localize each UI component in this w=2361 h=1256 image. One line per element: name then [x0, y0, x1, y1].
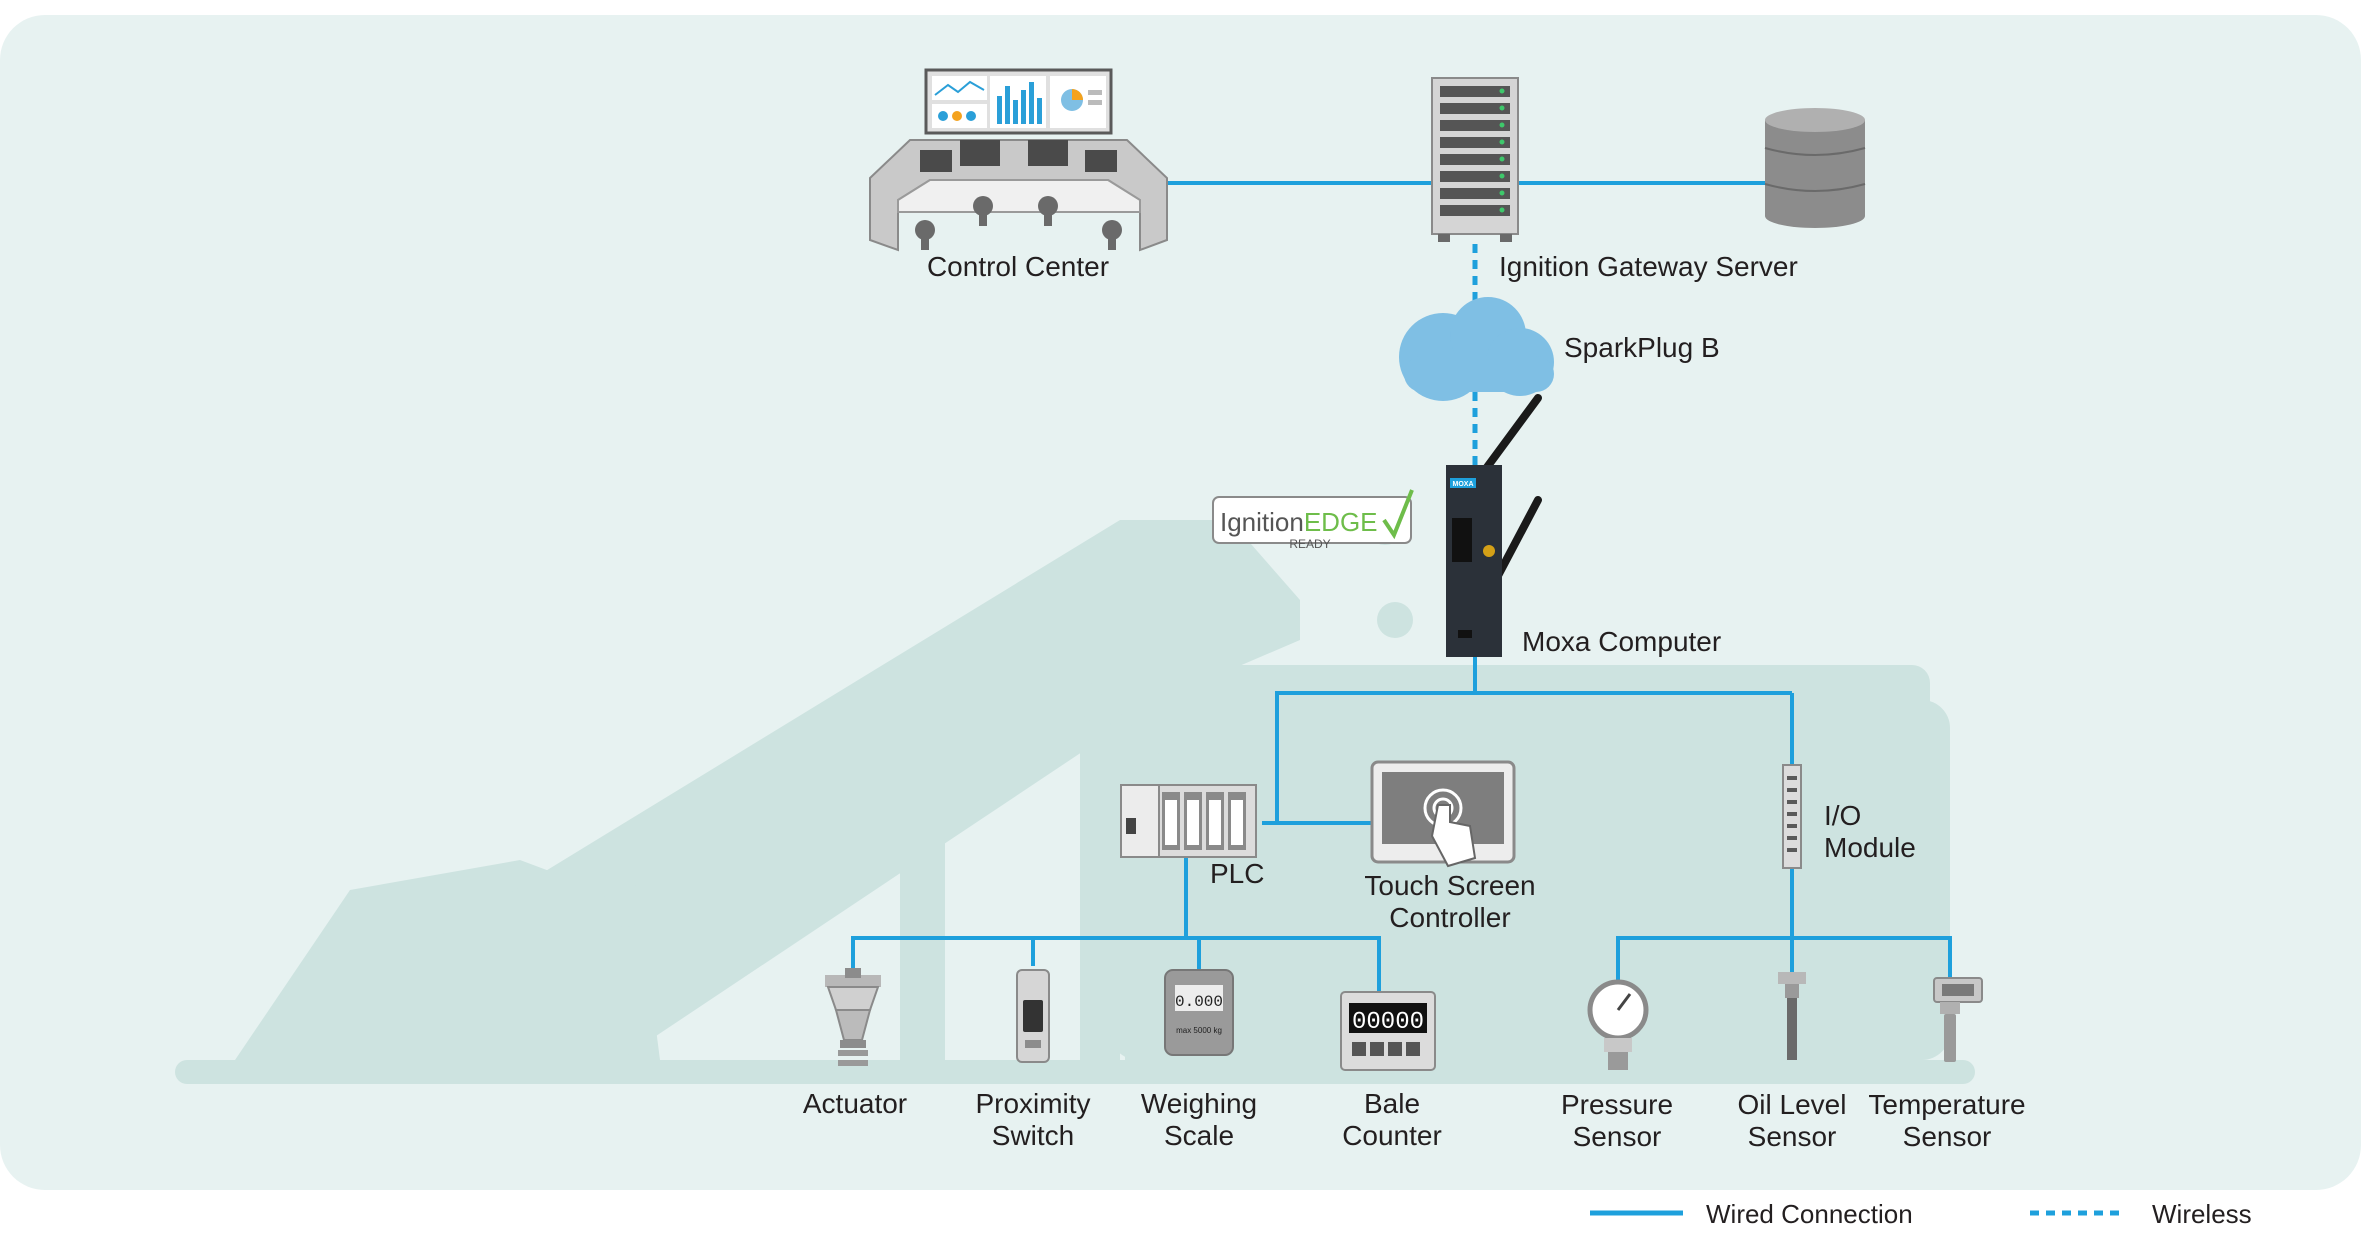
label-moxa-computer: Moxa Computer	[1522, 626, 1722, 657]
scale-max-label: max 5000 kg	[1176, 1026, 1222, 1035]
oil-level-sensor-icon	[1778, 972, 1806, 1060]
moxa-logo: MOXA	[1453, 481, 1474, 488]
label-weighing-scale: Weighing Scale	[1140, 1088, 1258, 1151]
counter-reading: 00000	[1352, 1009, 1424, 1036]
label-io-module: I/O Module	[1824, 800, 1916, 863]
label-gateway-server: Ignition Gateway Server	[1499, 251, 1798, 282]
cloud-icon	[1399, 297, 1554, 401]
control-center-icon	[869, 68, 1168, 252]
label-oil-level-sensor: Oil Level Sensor	[1737, 1089, 1847, 1152]
io-module-icon	[1782, 764, 1802, 869]
ready-wordmark: READY	[1289, 537, 1330, 551]
label-control-center: Control Center	[926, 251, 1110, 282]
plc-icon	[1120, 784, 1257, 858]
label-pressure-sensor: Pressure Sensor	[1560, 1089, 1674, 1152]
sql-database-icon	[1764, 108, 1866, 228]
scale-reading: 0.000	[1175, 993, 1223, 1011]
label-plc: PLC	[1210, 858, 1265, 889]
label-sparkplug: SparkPlug B	[1564, 332, 1720, 363]
label-temperature-sensor: Temperature Sensor	[1868, 1089, 2026, 1152]
label-touch-screen: Touch Screen Controller	[1364, 870, 1536, 933]
proximity-switch-icon	[1016, 969, 1050, 1063]
wired-connections	[851, 181, 1952, 992]
ignition-edge-ready-logo: IgnitionEDGE READY	[1212, 489, 1414, 551]
weighing-scale-icon: 0.000 max 5000 kg	[1164, 969, 1234, 1056]
ignition-wordmark: Ignition	[1220, 507, 1304, 537]
label-actuator: Actuator	[802, 1088, 908, 1119]
actuator-icon	[825, 968, 881, 1066]
label-proximity-switch: Proximity Switch	[975, 1088, 1091, 1151]
edge-wordmark: EDGE	[1304, 507, 1378, 537]
svg-text:IgnitionEDGE: IgnitionEDGE	[1220, 507, 1378, 537]
gateway-server-icon	[1431, 77, 1519, 242]
bale-counter-icon: 00000	[1340, 991, 1436, 1071]
pressure-sensor-icon	[1587, 979, 1649, 1070]
moxa-computer-icon: MOXA	[1446, 394, 1542, 657]
temperature-sensor-icon	[1933, 977, 1983, 1062]
legend-wireless-label: Wireless	[2152, 1199, 2252, 1229]
background-factory-illustration	[175, 505, 1975, 1084]
touch-screen-icon	[1370, 760, 1516, 868]
legend-wired-label: Wired Connection	[1706, 1199, 1913, 1229]
label-bale-counter: Bale Counter	[1342, 1088, 1442, 1151]
